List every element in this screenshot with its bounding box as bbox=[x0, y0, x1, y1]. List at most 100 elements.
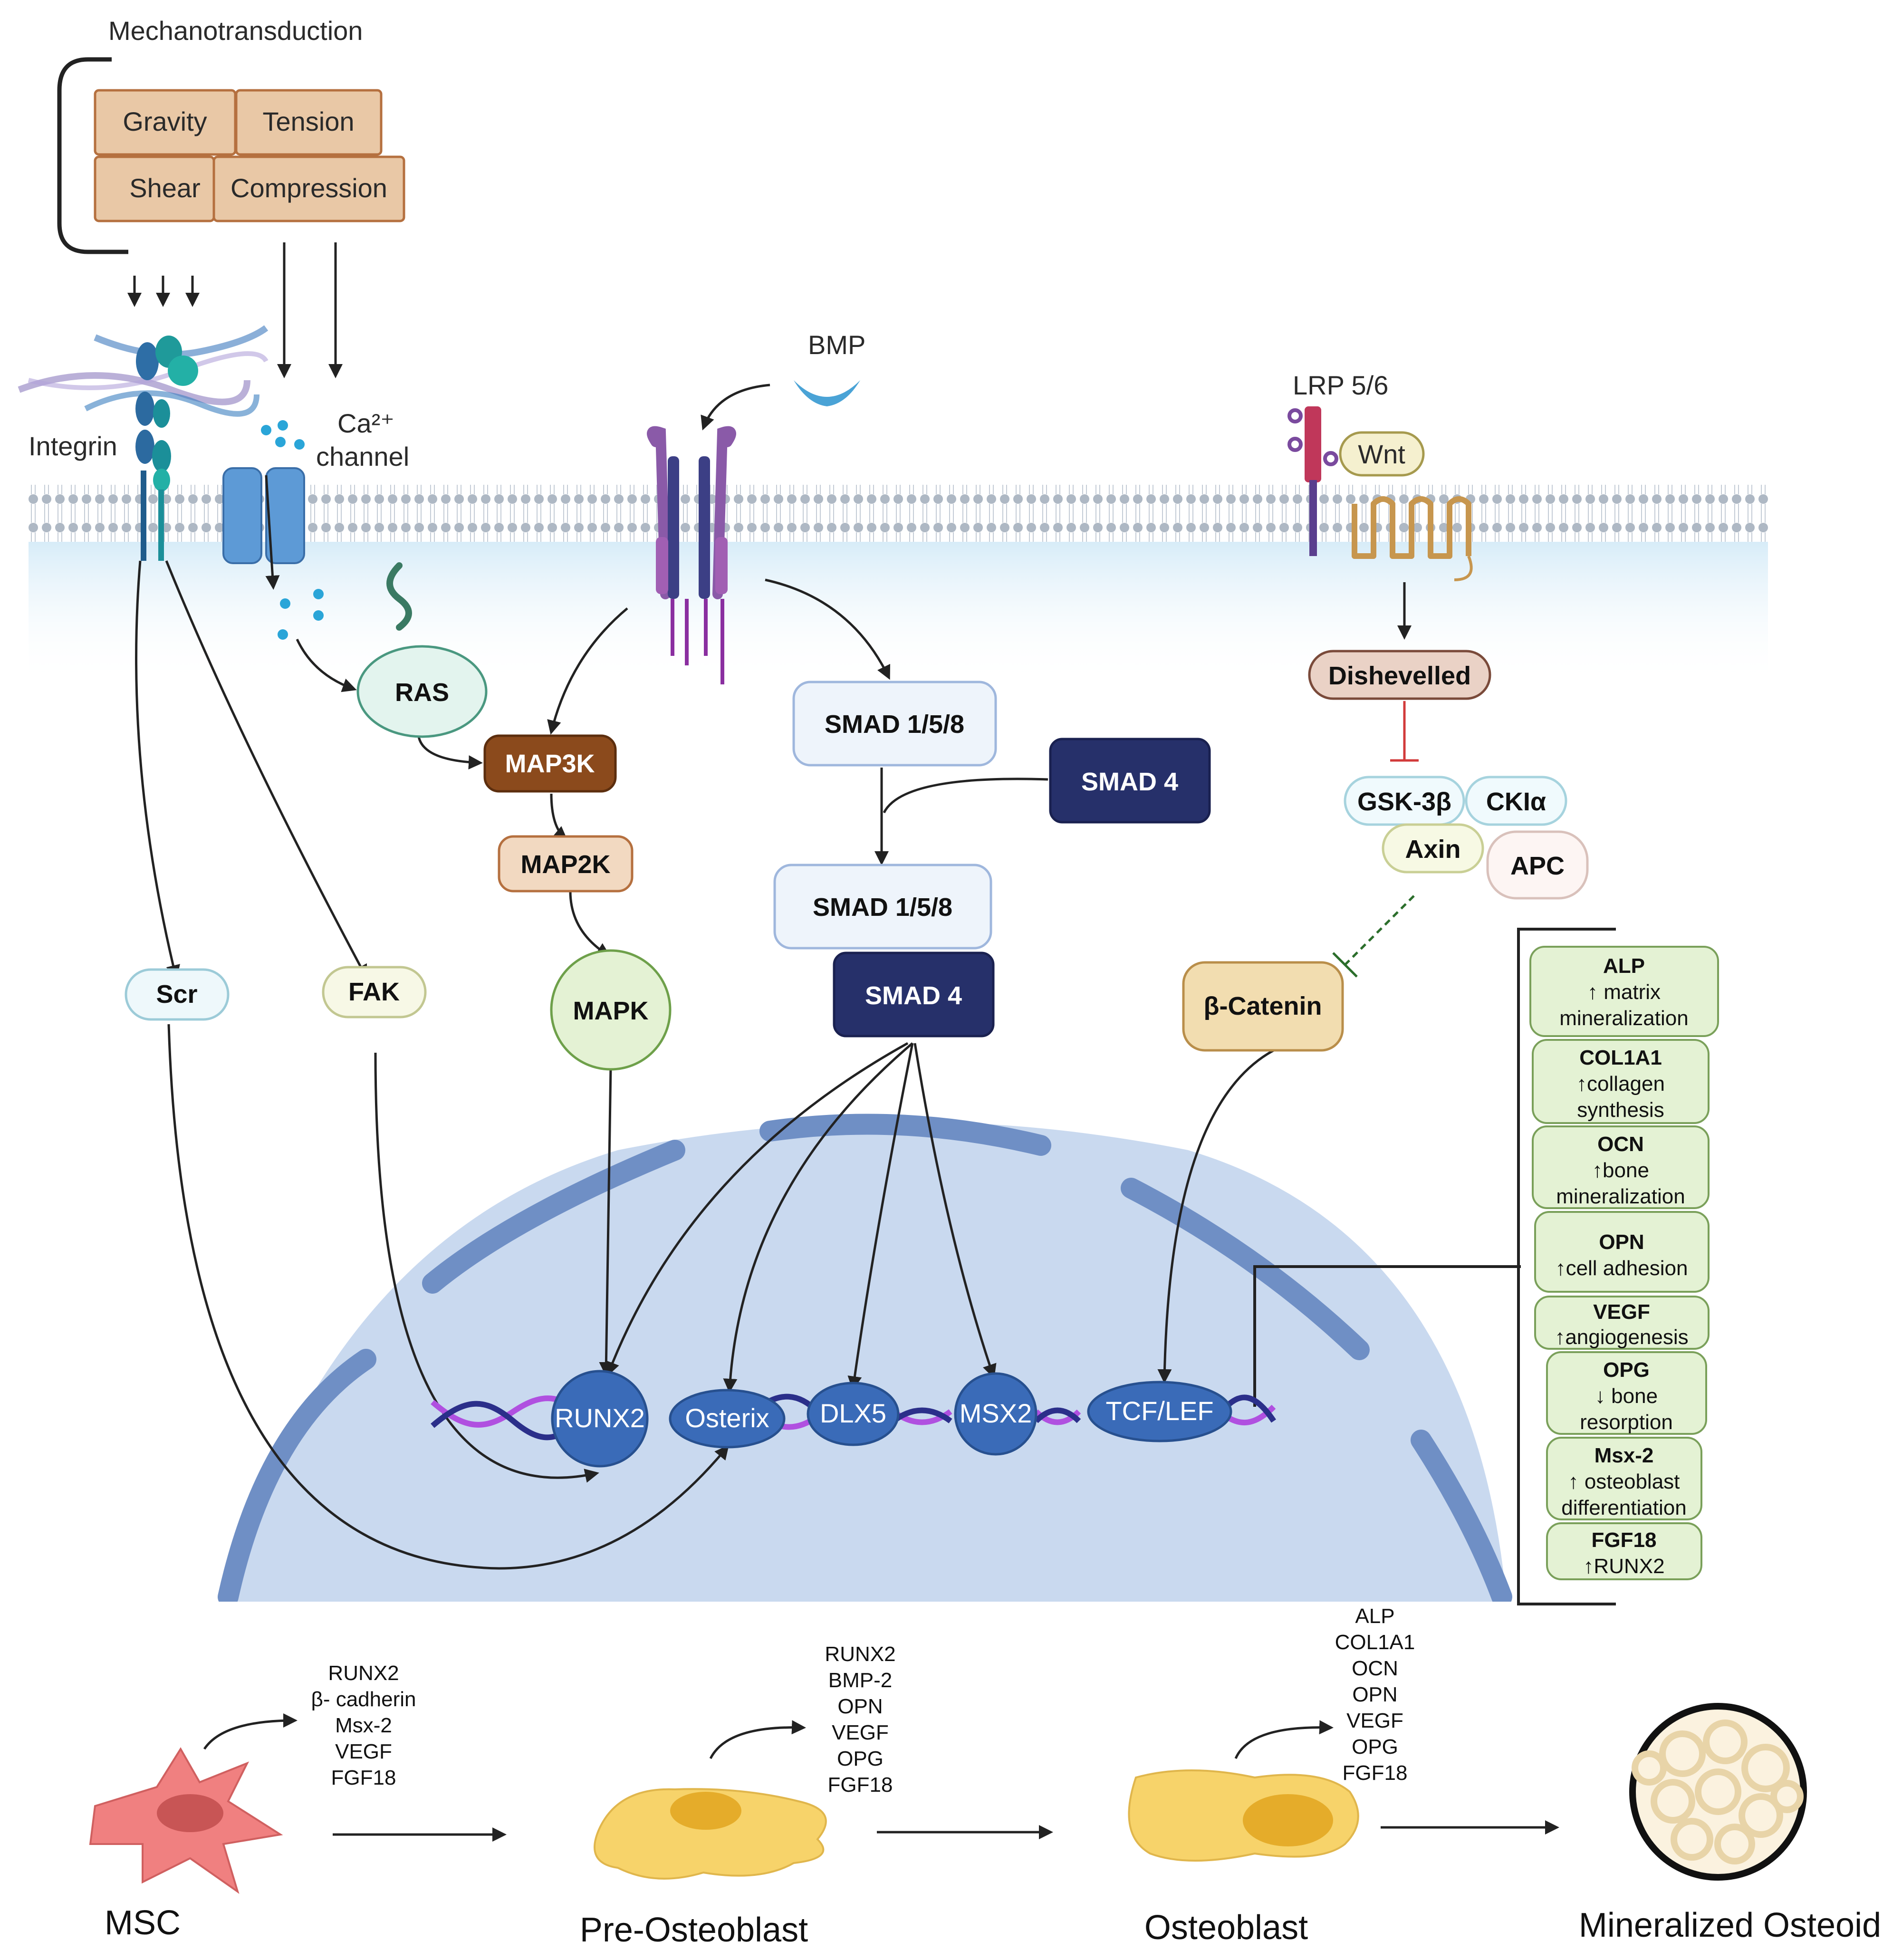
svg-text:synthesis: synthesis bbox=[1577, 1098, 1664, 1122]
svg-text:COL1A1: COL1A1 bbox=[1579, 1046, 1662, 1069]
tf-dlx5: DLX5 bbox=[807, 1382, 900, 1446]
svg-text:OPN: OPN bbox=[1599, 1230, 1644, 1254]
svg-text:RUNX2: RUNX2 bbox=[825, 1643, 895, 1666]
svg-text:↑ matrix: ↑ matrix bbox=[1587, 980, 1661, 1004]
node-apc: APC bbox=[1486, 830, 1589, 900]
tf-msx2: MSX2 bbox=[954, 1372, 1037, 1456]
node-beta-catenin: β-Catenin bbox=[1182, 961, 1344, 1052]
svg-text:RUNX2: RUNX2 bbox=[555, 1403, 645, 1433]
svg-text:CKIα: CKIα bbox=[1486, 788, 1546, 816]
dna-strand bbox=[431, 1393, 1276, 1441]
svg-text:RAS: RAS bbox=[395, 678, 449, 707]
svg-text:OCN: OCN bbox=[1597, 1133, 1644, 1156]
svg-text:mineralization: mineralization bbox=[1559, 1007, 1688, 1030]
node-map3k: MAP3K bbox=[483, 734, 617, 793]
node-fak: FAK bbox=[322, 966, 427, 1018]
stage-pre-osteoblast: Pre-Osteoblast bbox=[580, 1911, 808, 1949]
bmp-label: BMP bbox=[808, 330, 865, 360]
svg-text:SMAD 1/5/8: SMAD 1/5/8 bbox=[813, 893, 952, 922]
svg-text:Wnt: Wnt bbox=[1358, 439, 1405, 469]
calcium-channel: Ca²⁺ channel bbox=[222, 408, 412, 640]
marker-fgf18: FGF18 ↑RUNX2 bbox=[1546, 1522, 1702, 1580]
svg-text:SMAD 4: SMAD 4 bbox=[865, 981, 962, 1010]
node-smad4-complex: SMAD 4 bbox=[833, 951, 995, 1038]
svg-text:resorption: resorption bbox=[1580, 1411, 1673, 1434]
mechanotransduction-title: Mechanotransduction bbox=[108, 16, 363, 46]
svg-text:Msx-2: Msx-2 bbox=[335, 1714, 392, 1737]
svg-text:↑cell adhesion: ↑cell adhesion bbox=[1556, 1257, 1688, 1280]
nucleus bbox=[209, 1114, 1521, 1616]
svg-text:VEGF: VEGF bbox=[1346, 1709, 1403, 1732]
svg-text:↑angiogenesis: ↑angiogenesis bbox=[1555, 1326, 1688, 1349]
tf-tcf-lef: TCF/LEF bbox=[1087, 1381, 1232, 1442]
wnt-ligand: Wnt bbox=[1339, 431, 1425, 477]
tf-osterix: Osterix bbox=[669, 1389, 786, 1449]
mechanotransduction-group: Mechanotransduction Gravity Tension Shea… bbox=[57, 16, 405, 378]
node-scr: Scr bbox=[125, 968, 230, 1021]
svg-text:MAP2K: MAP2K bbox=[520, 850, 610, 879]
marker-col1a1: COL1A1 ↑collagen synthesis bbox=[1532, 1039, 1710, 1124]
svg-text:Osterix: Osterix bbox=[685, 1403, 769, 1433]
pre-osteoblast-marker-list: RUNX2 BMP-2 OPN VEGF OPG FGF18 bbox=[825, 1643, 895, 1797]
svg-text:TCF/LEF: TCF/LEF bbox=[1105, 1396, 1213, 1426]
svg-text:SMAD 4: SMAD 4 bbox=[1081, 768, 1178, 796]
svg-text:β- cadherin: β- cadherin bbox=[311, 1688, 416, 1711]
svg-text:ALP: ALP bbox=[1355, 1605, 1394, 1628]
svg-text:↑bone: ↑bone bbox=[1592, 1159, 1649, 1182]
force-shear: Shear bbox=[94, 155, 215, 222]
node-mapk: MAPK bbox=[550, 949, 672, 1071]
node-smad158-top: SMAD 1/5/8 bbox=[792, 681, 997, 767]
svg-text:Tension: Tension bbox=[262, 106, 354, 136]
node-dishevelled: Dishevelled bbox=[1308, 650, 1491, 700]
svg-text:APC: APC bbox=[1510, 852, 1565, 880]
ca-channel-label-2: channel bbox=[316, 442, 409, 471]
force-tension: Tension bbox=[235, 89, 383, 156]
differentiation-pathway: MSC RUNX2 β- cadherin Msx-2 VEGF FGF18 P… bbox=[89, 1605, 1881, 1949]
marker-opg: OPG ↓ bone resorption bbox=[1546, 1351, 1707, 1435]
svg-text:Shear: Shear bbox=[129, 173, 200, 203]
svg-text:DLX5: DLX5 bbox=[820, 1398, 886, 1428]
node-gsk3b: GSK-3β bbox=[1344, 776, 1465, 826]
node-smad158-complex: SMAD 1/5/8 bbox=[773, 864, 992, 950]
svg-text:VEGF: VEGF bbox=[335, 1740, 392, 1763]
integrin-receptor: Integrin bbox=[18, 325, 269, 561]
svg-text:Compression: Compression bbox=[231, 173, 387, 203]
msc-marker-list: RUNX2 β- cadherin Msx-2 VEGF FGF18 bbox=[311, 1662, 416, 1789]
svg-text:Scr: Scr bbox=[156, 980, 197, 1009]
node-map2k: MAP2K bbox=[498, 835, 634, 893]
lrp-label: LRP 5/6 bbox=[1293, 370, 1388, 400]
msc-cell bbox=[89, 1747, 283, 1894]
tf-runx2: RUNX2 bbox=[551, 1370, 649, 1468]
wnt-receptor-complex: LRP 5/6 Wnt bbox=[1287, 370, 1473, 640]
svg-text:MAP3K: MAP3K bbox=[505, 749, 595, 778]
svg-text:Axin: Axin bbox=[1405, 835, 1460, 864]
pathway-arrows bbox=[135, 560, 1616, 1605]
svg-text:BMP-2: BMP-2 bbox=[828, 1669, 892, 1692]
svg-text:Msx-2: Msx-2 bbox=[1595, 1444, 1654, 1467]
force-gravity: Gravity bbox=[94, 89, 237, 156]
svg-text:β-Catenin: β-Catenin bbox=[1204, 992, 1322, 1020]
marker-msx2: Msx-2 ↑ osteoblast differentiation bbox=[1546, 1437, 1702, 1520]
marker-ocn: OCN ↑bone mineralization bbox=[1532, 1125, 1710, 1209]
svg-text:FGF18: FGF18 bbox=[331, 1766, 396, 1789]
integrin-label: Integrin bbox=[29, 431, 117, 461]
svg-text:VEGF: VEGF bbox=[832, 1721, 889, 1744]
mineralized-osteoid bbox=[1629, 1703, 1807, 1881]
svg-text:OPN: OPN bbox=[837, 1695, 883, 1718]
nuclear-envelope bbox=[218, 1114, 1512, 1607]
node-smad4-top: SMAD 4 bbox=[1049, 738, 1211, 824]
svg-text:Dishevelled: Dishevelled bbox=[1328, 662, 1471, 690]
target-gene-list: ALP ↑ matrix mineralization COL1A1 ↑coll… bbox=[1529, 946, 1719, 1580]
svg-text:OCN: OCN bbox=[1352, 1657, 1398, 1680]
svg-text:differentiation: differentiation bbox=[1561, 1496, 1686, 1519]
svg-text:RUNX2: RUNX2 bbox=[328, 1662, 399, 1685]
svg-text:FGF18: FGF18 bbox=[1343, 1761, 1408, 1785]
stage-osteoblast: Osteoblast bbox=[1144, 1909, 1308, 1947]
svg-text:Gravity: Gravity bbox=[123, 106, 207, 136]
svg-text:MAPK: MAPK bbox=[573, 997, 649, 1025]
svg-text:FGF18: FGF18 bbox=[1592, 1528, 1657, 1552]
node-ras: RAS bbox=[356, 645, 488, 738]
svg-text:↑ osteoblast: ↑ osteoblast bbox=[1568, 1470, 1680, 1493]
osteoblast-cell bbox=[1128, 1769, 1359, 1862]
